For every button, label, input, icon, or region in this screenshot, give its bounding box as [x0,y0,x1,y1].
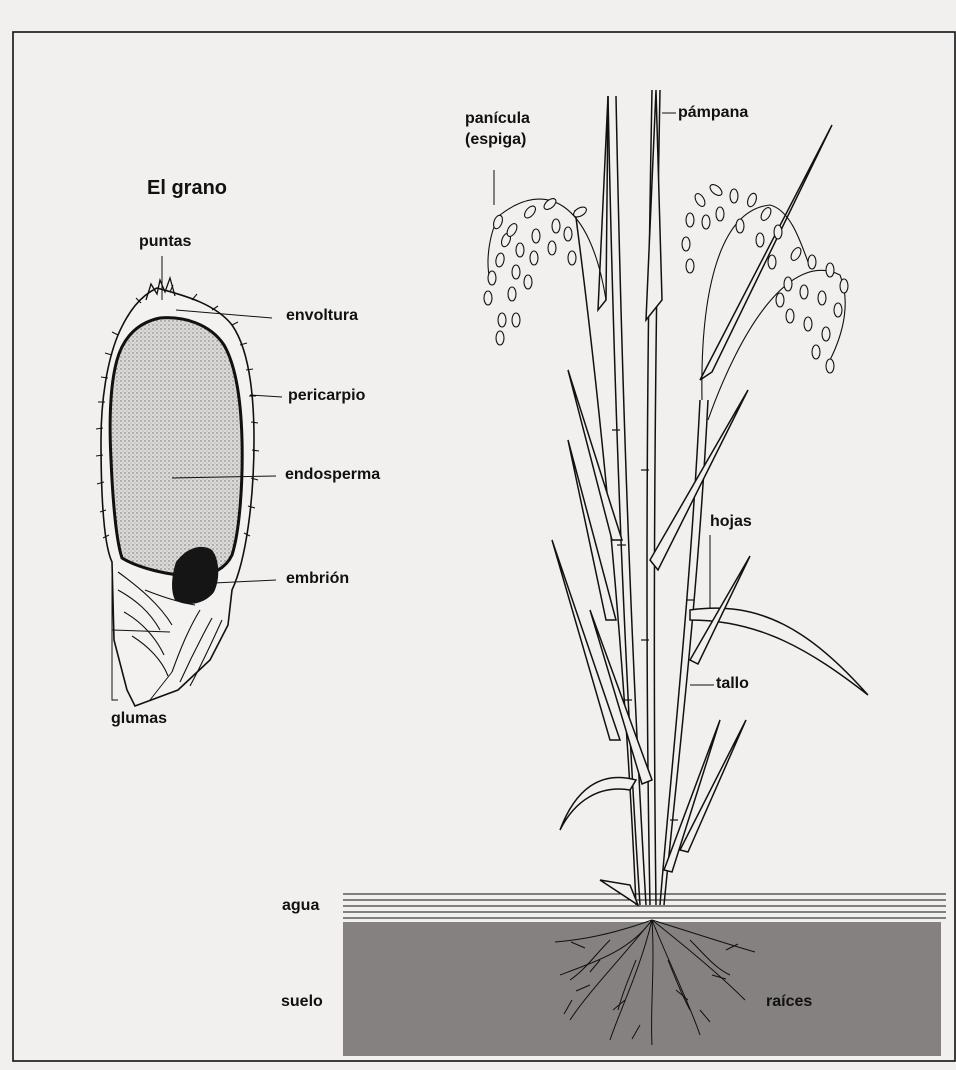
label-pampana: pámpana [678,103,748,123]
label-raices: raíces [766,992,812,1012]
label-panicula: panícula [465,109,530,129]
leaf-left-bent [560,777,636,830]
label-puntas: puntas [139,232,191,252]
panicles [484,182,848,420]
plant-drawing [343,90,946,1056]
label-suelo: suelo [281,992,323,1012]
panicle-left-axis [488,199,606,300]
leaf-left-base [600,880,638,905]
leaf-mid-left [568,370,622,540]
label-hojas: hojas [710,512,752,532]
label-endosperma: endosperma [285,465,380,485]
water-lines [343,894,946,918]
soil-block [343,922,941,1056]
grain-drawing [96,278,259,706]
label-tallo: tallo [716,674,749,694]
label-glumas: glumas [111,709,167,729]
panicle-left-grains [484,196,588,345]
panicle-far-right-grains [776,246,848,373]
label-agua: agua [282,896,319,916]
leaf-flag-left [598,96,608,310]
panicle-right-axis [702,205,808,400]
leaf-left-long [552,540,620,740]
label-envoltura: envoltura [286,306,358,326]
label-embrion: embrión [286,569,349,589]
label-pericarpio: pericarpio [288,386,365,406]
label-espiga: (espiga) [465,130,526,150]
grain-title: El grano [147,178,227,198]
grain-endosperm [110,318,242,576]
